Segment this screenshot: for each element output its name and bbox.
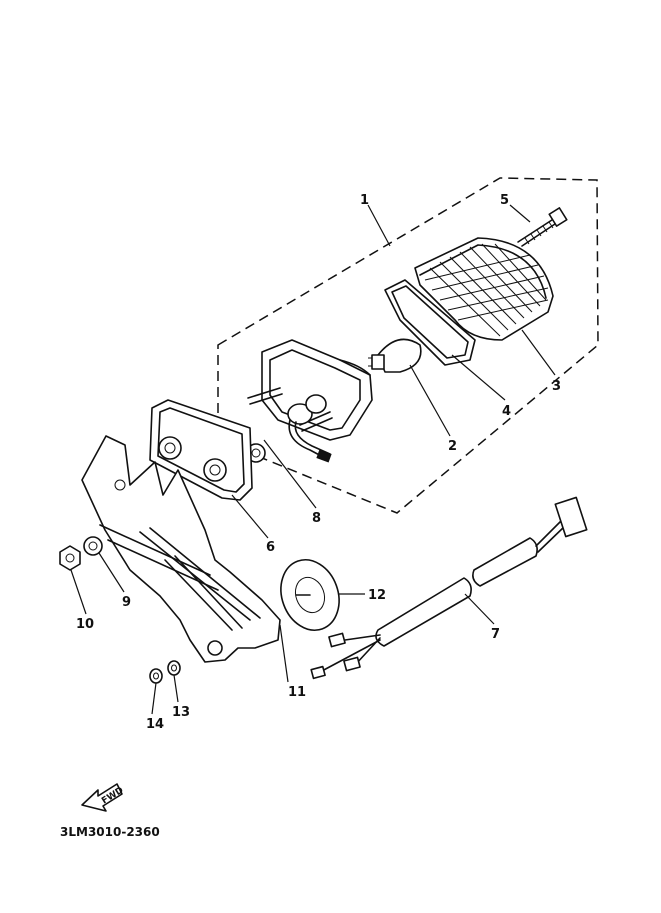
part-label-7: 7 bbox=[491, 627, 500, 642]
lens-part-3 bbox=[414, 237, 554, 341]
part-label-5: 5 bbox=[500, 193, 509, 208]
part-label-13: 13 bbox=[172, 705, 190, 720]
part-label-11: 11 bbox=[288, 685, 306, 700]
collar-part-9 bbox=[83, 536, 103, 556]
base-plate-part-6 bbox=[149, 399, 253, 501]
part-label-10: 10 bbox=[76, 617, 94, 632]
part-label-6: 6 bbox=[266, 540, 275, 555]
gasket-part-4 bbox=[384, 279, 476, 366]
part-label-8: 8 bbox=[312, 511, 321, 526]
wire-harness-part-7 bbox=[310, 496, 588, 680]
part-label-2: 2 bbox=[448, 439, 457, 454]
reflector-part-12 bbox=[280, 559, 340, 631]
bulb-part-2 bbox=[368, 338, 422, 373]
washer-part-13 bbox=[167, 660, 181, 676]
diagram-code: 3LM3010-2360 bbox=[60, 825, 160, 839]
bracket-part-11 bbox=[81, 435, 281, 663]
screw-part-5 bbox=[517, 207, 568, 247]
nut-part-14 bbox=[149, 668, 163, 684]
leader-lines bbox=[70, 204, 556, 715]
part-label-12: 12 bbox=[368, 588, 386, 603]
part-label-3: 3 bbox=[552, 379, 561, 394]
fwd-arrow-icon: FWD bbox=[81, 783, 125, 812]
nut-part-10 bbox=[59, 545, 81, 571]
part-label-14: 14 bbox=[146, 717, 164, 732]
part-label-4: 4 bbox=[502, 404, 511, 419]
light-housing bbox=[247, 339, 373, 463]
part-label-9: 9 bbox=[122, 595, 131, 610]
part-label-1: 1 bbox=[360, 193, 369, 208]
